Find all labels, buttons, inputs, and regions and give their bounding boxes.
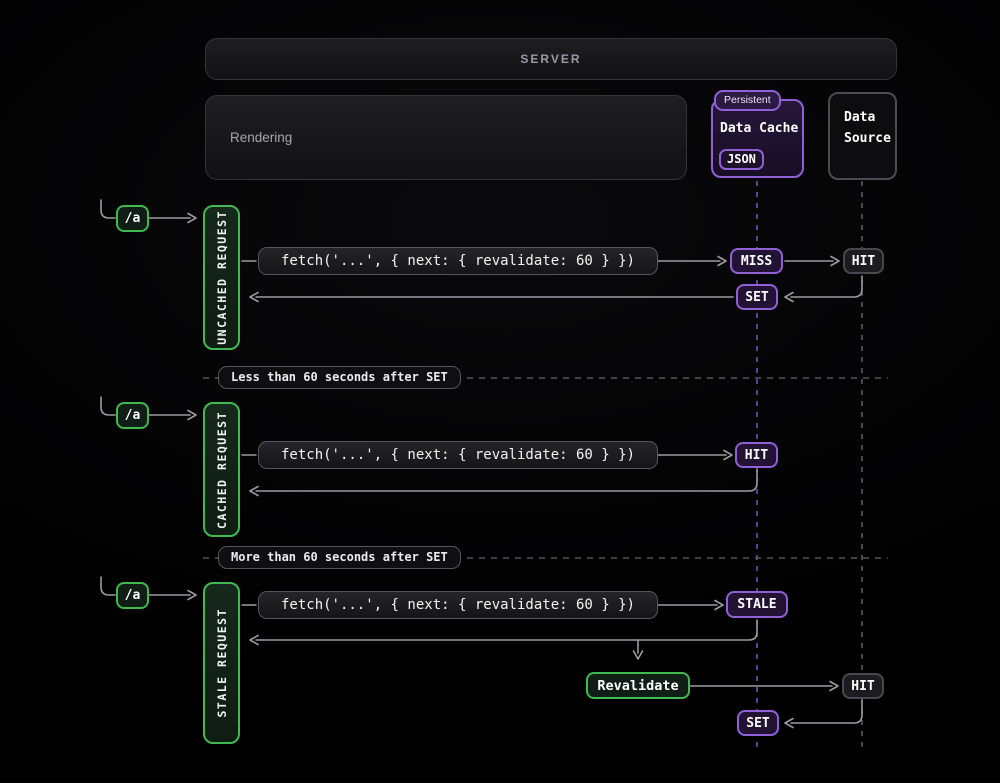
divider-text: Less than 60 seconds after SET — [231, 370, 448, 384]
route-badge-uncached: /a — [116, 205, 149, 232]
cache-stale-chip: STALE — [726, 591, 788, 618]
lane-cached-request: CACHED REQUEST — [203, 402, 240, 537]
fetch-call-text: fetch('...', { next: { revalidate: 60 } … — [280, 447, 635, 463]
cache-hit-chip: HIT — [735, 442, 778, 468]
route-label: /a — [124, 211, 141, 226]
rendering-panel: Rendering — [205, 95, 687, 180]
source-hit-chip-stale: HIT — [842, 673, 884, 699]
divider-label-more-than-60s: More than 60 seconds after SET — [218, 546, 461, 569]
lane-uncached-request: UNCACHED REQUEST — [203, 205, 240, 350]
source-hit-chip-uncached: HIT — [843, 248, 884, 274]
cache-set-chip-stale: SET — [737, 710, 779, 736]
lane-stale-request: STALE REQUEST — [203, 582, 240, 744]
chip-label: SET — [746, 715, 770, 731]
fetch-call-stale: fetch('...', { next: { revalidate: 60 } … — [258, 591, 658, 619]
divider-label-less-than-60s: Less than 60 seconds after SET — [218, 366, 461, 389]
chip-label: HIT — [744, 447, 769, 463]
route-badge-stale: /a — [116, 582, 149, 609]
lane-label: UNCACHED REQUEST — [214, 210, 229, 345]
chip-label: HIT — [851, 678, 875, 694]
fetch-call-uncached: fetch('...', { next: { revalidate: 60 } … — [258, 247, 658, 275]
cache-set-chip-uncached: SET — [736, 284, 778, 310]
chip-label: HIT — [851, 253, 876, 269]
persistent-badge: Persistent — [714, 90, 781, 111]
chip-label: SET — [745, 289, 769, 305]
chip-label: MISS — [740, 253, 773, 269]
cache-miss-chip: MISS — [730, 248, 783, 274]
fetch-call-text: fetch('...', { next: { revalidate: 60 } … — [280, 597, 635, 613]
route-label: /a — [124, 408, 141, 423]
data-cache-title: Data Cache — [720, 121, 799, 136]
lane-label: STALE REQUEST — [214, 608, 229, 718]
revalidate-chip: Revalidate — [586, 672, 690, 699]
route-label: /a — [124, 588, 141, 603]
route-badge-cached: /a — [116, 402, 149, 429]
lane-label: CACHED REQUEST — [214, 410, 229, 529]
divider-text: More than 60 seconds after SET — [231, 550, 448, 564]
chip-label: STALE — [737, 597, 777, 612]
data-cache-box: Persistent Data Cache JSON — [711, 90, 804, 178]
arrow-group — [100, 199, 863, 729]
chip-label: Revalidate — [597, 677, 679, 694]
rendering-label: Rendering — [230, 130, 293, 145]
data-source-line1: Data — [844, 110, 876, 125]
data-source-line2: Source — [844, 131, 891, 146]
server-label: SERVER — [520, 52, 582, 66]
fetch-call-text: fetch('...', { next: { revalidate: 60 } … — [280, 253, 635, 269]
fetch-call-cached: fetch('...', { next: { revalidate: 60 } … — [258, 441, 658, 469]
data-source-box: Data Source — [828, 92, 897, 180]
server-panel: SERVER — [205, 38, 897, 80]
json-tag: JSON — [719, 149, 764, 170]
